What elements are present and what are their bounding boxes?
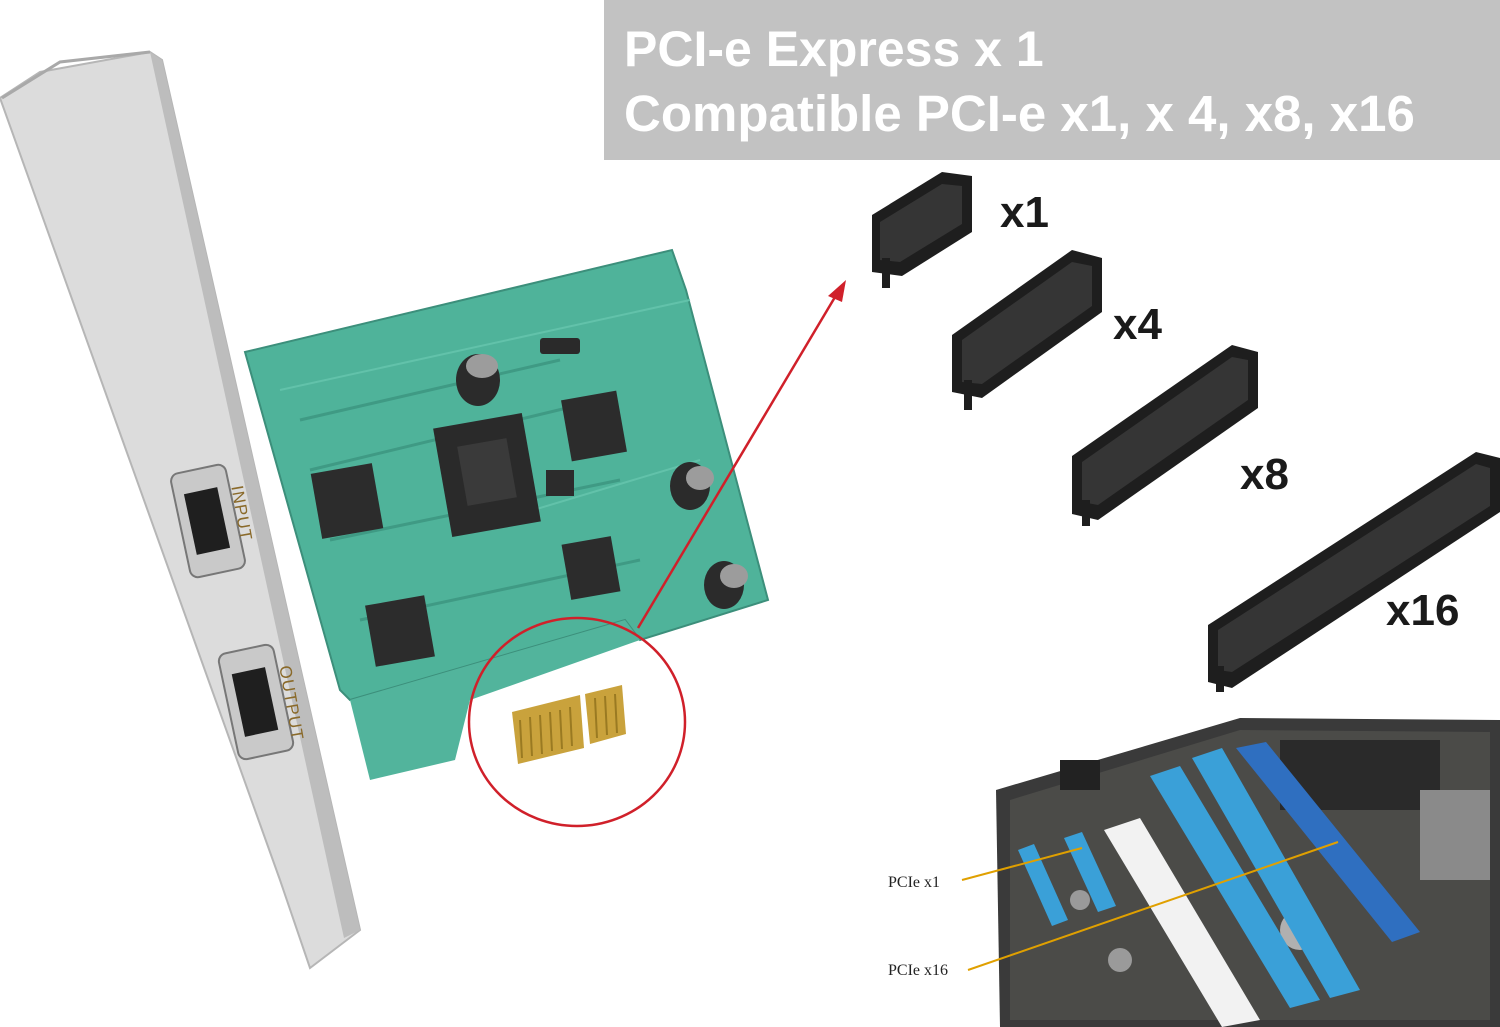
slot-label-x1: x1: [1000, 188, 1049, 237]
capacitor: [456, 354, 500, 406]
pcie-x1-gold-connector: [512, 685, 626, 764]
small-chip: [546, 470, 574, 496]
capacitor: [704, 561, 748, 609]
chip: [561, 390, 627, 462]
pcie-slot-x16: [1208, 452, 1500, 692]
pcie-slot-x1: [872, 172, 972, 288]
header-banner: PCI-e Express x 1 Compatible PCI-e x1, x…: [604, 0, 1500, 160]
callout-pcie-x16: PCIe x16: [888, 962, 948, 979]
chip: [365, 595, 435, 667]
banner-subtitle: Compatible PCI-e x1, x 4, x8, x16: [624, 85, 1415, 142]
banner-title: PCI-e Express x 1: [624, 21, 1044, 77]
hdmi-input-port: [170, 463, 246, 579]
header-pins: [540, 338, 580, 354]
callout-circle: [467, 616, 687, 828]
chip: [561, 536, 621, 600]
slot-label-x16: x16: [1386, 586, 1460, 635]
capacitor: [670, 462, 714, 510]
pcie-slot-x8: [1072, 345, 1258, 526]
callout-pcie-x1: PCIe x1: [888, 874, 940, 891]
motherboard-photo: [961, 718, 1500, 1027]
slot-label-x8: x8: [1240, 450, 1289, 499]
chip: [310, 463, 384, 539]
callout-arrow: [636, 280, 846, 629]
main-processor-chip: [433, 413, 541, 537]
hdmi-output-port: [217, 643, 295, 761]
pcie-slot-x4: [952, 250, 1102, 410]
slot-label-x4: x4: [1113, 300, 1162, 349]
